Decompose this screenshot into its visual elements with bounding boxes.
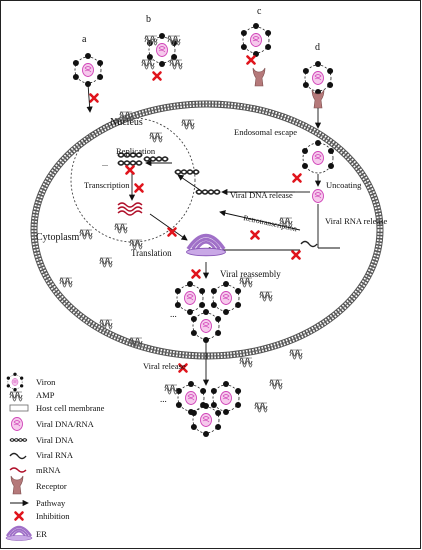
nucleus-dna-incoming [174, 169, 200, 175]
release-ellipsis: ... [160, 394, 167, 404]
cytoplasm-label: Cytoplasm [36, 232, 80, 243]
virion-a [73, 53, 103, 87]
viral-rna-release-label: Viral RNA release [325, 216, 387, 226]
endosomal-escape-label: Endosomal escape [234, 127, 297, 137]
legend-amp: AMP [36, 390, 55, 400]
nucleus-mrna [117, 202, 143, 216]
legend-viron: Viron [36, 377, 56, 387]
inhibition-icon-transcription [134, 183, 144, 193]
endoplasmic-reticulum [184, 233, 228, 258]
virion-d [303, 61, 333, 109]
reassembled-virions [175, 281, 241, 343]
legend-membrane: Host cell membrane [36, 403, 105, 413]
replication-label: Replication [116, 146, 156, 156]
viral-dna-release-label: Viral DNA release [230, 190, 293, 200]
retrotranscription-label: Retrotranscription [243, 213, 298, 233]
host-cell-membrane [30, 100, 384, 360]
pathway-label-a: a [82, 34, 87, 45]
inhibition-icon-dna-release [292, 173, 302, 183]
nucleus-dna-2 [117, 160, 143, 166]
inhibition-icon-a [89, 93, 99, 103]
translation-label: Translation [131, 248, 172, 258]
legend-mrna: mRNA [36, 465, 61, 475]
legend-er: ER [36, 529, 47, 539]
uncoated-genome [312, 189, 324, 203]
inhibition-icon-retrotranscription [250, 230, 260, 240]
viral-reassembly-label: Viral reassembly [220, 269, 281, 279]
nucleus-label: Nucleus [110, 117, 143, 128]
released-virions [176, 381, 241, 437]
legend-viral-rna: Viral RNA [36, 450, 74, 460]
pathway-label-b: b [146, 14, 151, 25]
legend-viral-dna: Viral DNA [36, 435, 74, 445]
inhibition-icon-c [246, 55, 256, 65]
pathway-arrow-a [86, 83, 93, 113]
pathway-label-d: d [315, 42, 320, 53]
legend-viral-genome: Viral DNA/RNA [36, 419, 95, 429]
inhibition-icon-replication [125, 165, 135, 175]
legend-inhibition: Inhibition [36, 511, 70, 521]
pathway-label-c: c [257, 6, 262, 17]
viral-release-label: Viral release [143, 361, 186, 371]
viral-dna-released [195, 189, 221, 195]
virion-c [241, 23, 271, 87]
reassembly-ellipsis: ... [170, 309, 177, 319]
inhibition-icon-b [152, 71, 162, 81]
nucleus-ellipsis: ... [102, 159, 108, 168]
legend-receptor: Receptor [36, 481, 67, 491]
inhibition-icon-reassembly [191, 269, 201, 279]
retrotranscription-arrow [219, 210, 301, 231]
inhibition-icon-rna-release [291, 250, 301, 260]
legend [4, 373, 34, 542]
endosome [302, 140, 334, 174]
viral-rna-released [300, 240, 318, 248]
nucleus-dna-3 [143, 156, 169, 162]
virion-b [141, 33, 183, 70]
uncoating-label: Uncoating [326, 180, 362, 190]
legend-pathway: Pathway [36, 498, 66, 508]
transcription-label: Transcription [84, 180, 130, 190]
